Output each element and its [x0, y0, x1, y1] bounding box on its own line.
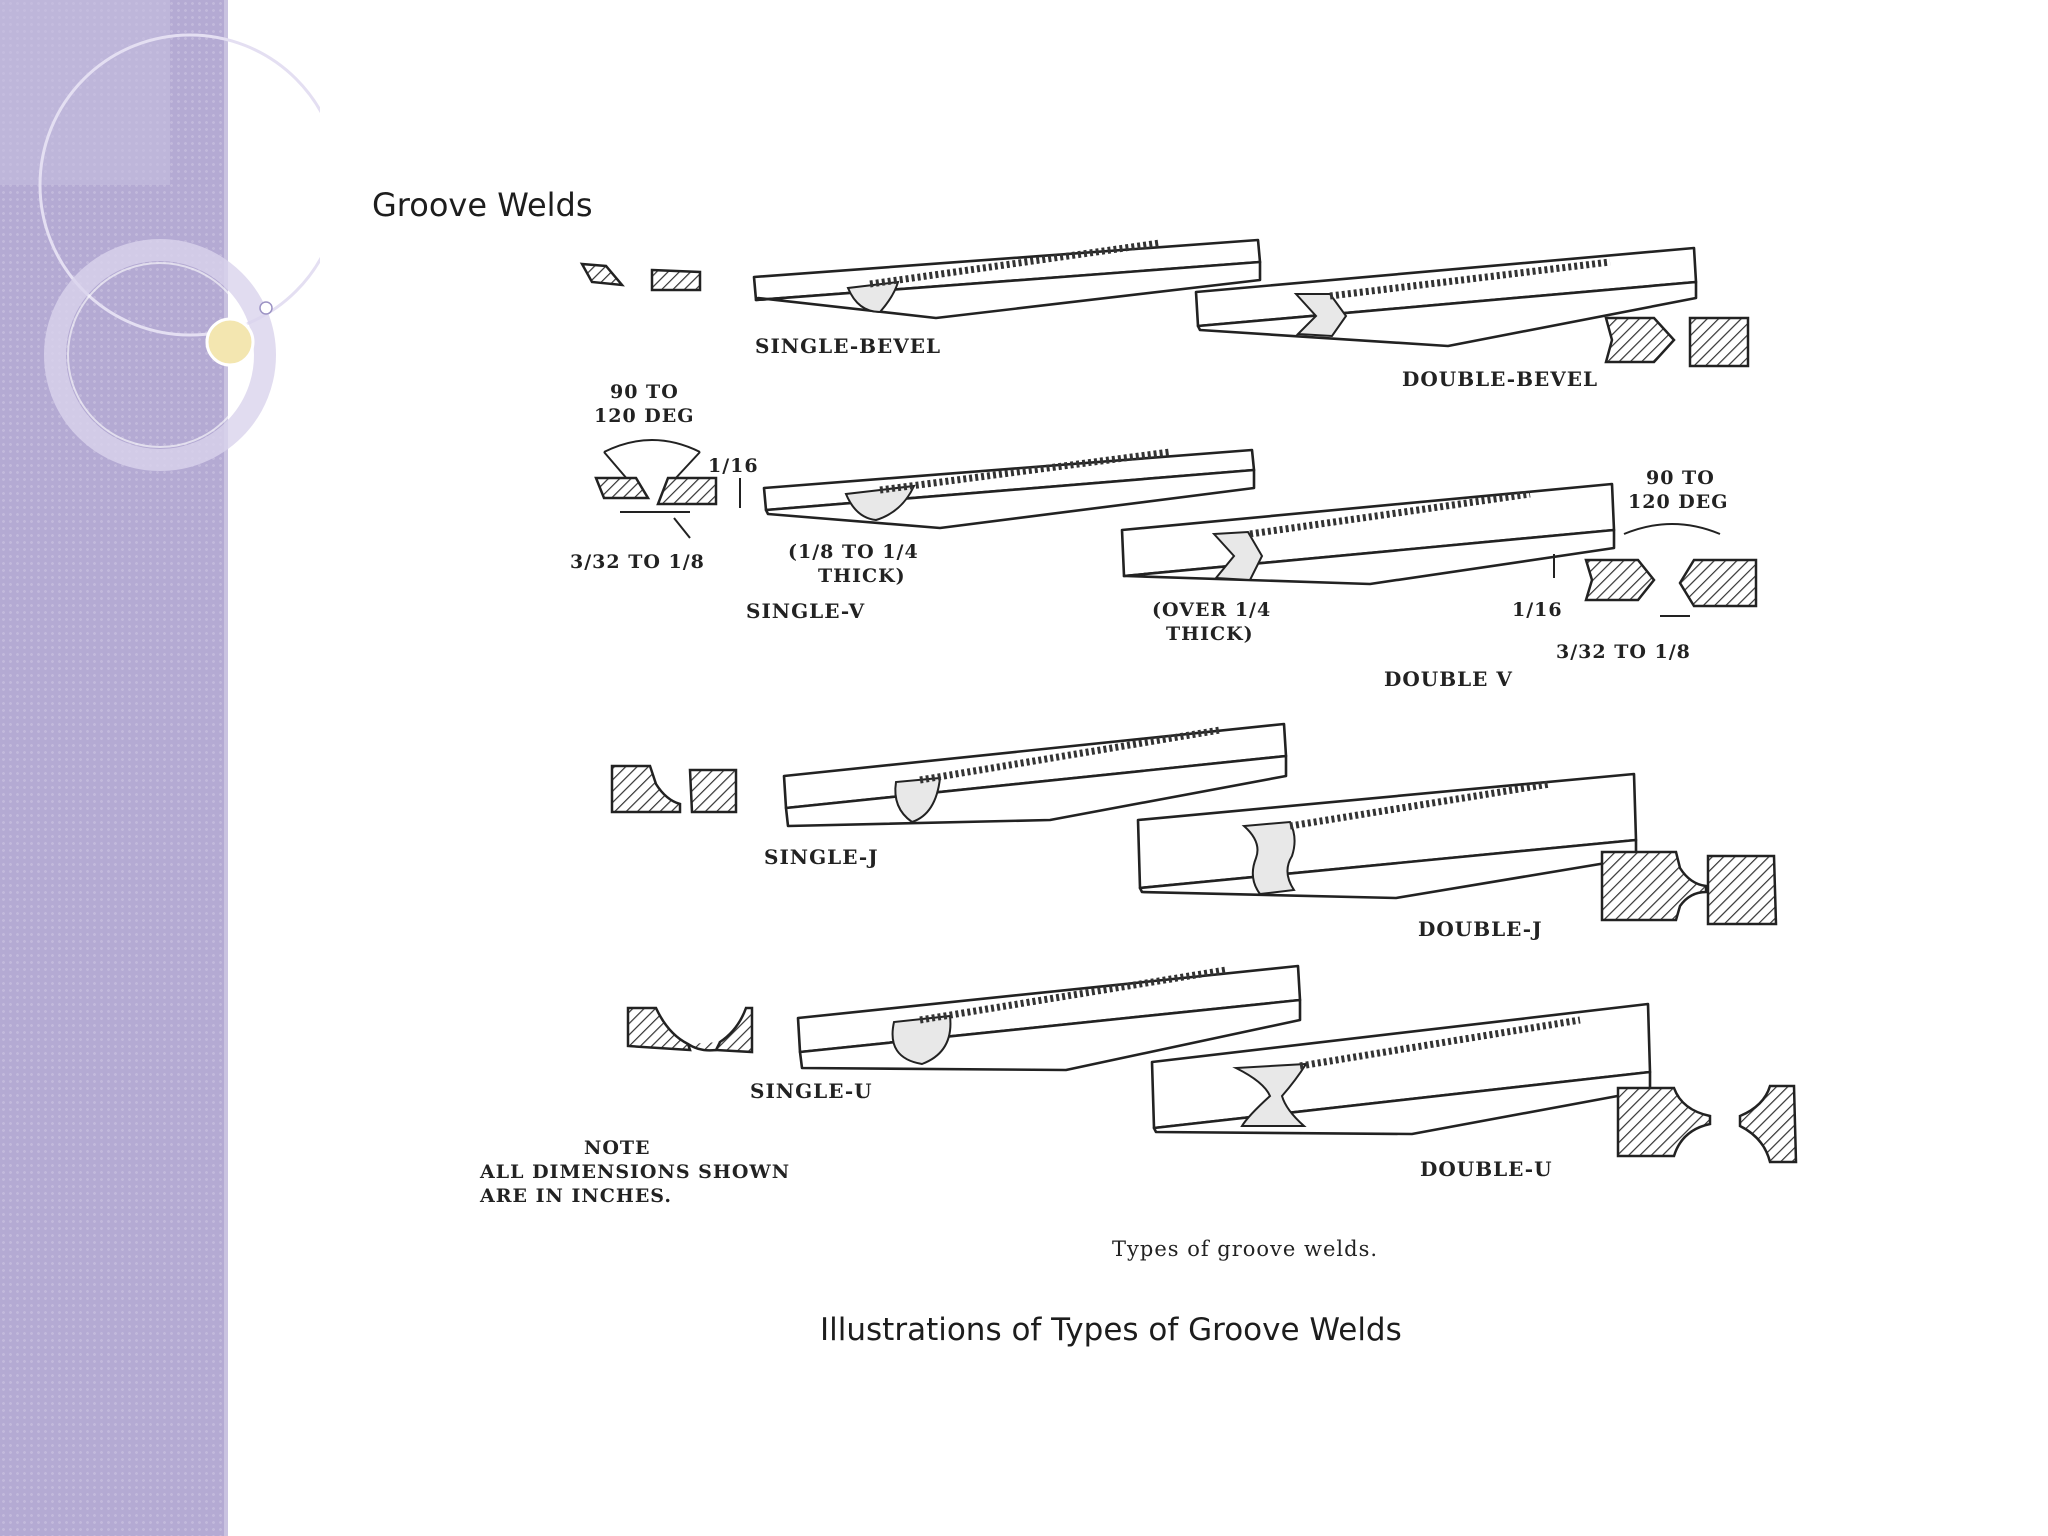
- sidebar-edge: [224, 0, 228, 1536]
- single-bevel-weld: [846, 280, 900, 314]
- angle-right-arc: [1623, 523, 1721, 535]
- single-u-root: [687, 1041, 722, 1052]
- single-j-bead: [919, 726, 1221, 784]
- double-v-bead: [1249, 490, 1531, 538]
- decorative-circles: [0, 0, 320, 471]
- note-line2: ARE IN INCHES.: [479, 1185, 672, 1207]
- gap-right-label: 3/32 TO 1/8: [1556, 641, 1691, 663]
- double-v-section-left: [1584, 558, 1656, 602]
- angle-left-line1: 90 TO: [610, 381, 679, 403]
- angle-left-leg1: [603, 451, 629, 481]
- double-v-thick-1: (OVER 1/4: [1152, 599, 1271, 621]
- double-j-section-right: [1706, 854, 1778, 926]
- double-u-section-left: [1616, 1086, 1712, 1158]
- gap-left-leader: [673, 517, 691, 539]
- single-bevel-label: SINGLE-BEVEL: [755, 334, 941, 358]
- single-j-label: SINGLE-J: [764, 845, 879, 869]
- root-face-right: 1/16: [1512, 599, 1563, 621]
- large-ring: [38, 33, 320, 337]
- double-v-weld: [1211, 530, 1264, 582]
- single-bevel-section-right: [650, 268, 702, 292]
- single-u-weld: [891, 1014, 952, 1066]
- double-u-group: DOUBLE-U: [1150, 1002, 1798, 1181]
- single-bevel-bead: [869, 239, 1161, 288]
- angle-left-leg2: [673, 451, 701, 481]
- single-v-label: SINGLE-V: [746, 599, 865, 623]
- double-u-bead: [1299, 1016, 1581, 1070]
- single-u-label: SINGLE-U: [750, 1079, 873, 1103]
- double-bevel-section-right: [1688, 316, 1750, 368]
- double-bevel-group: DOUBLE-BEVEL: [1194, 246, 1750, 391]
- single-u-section-left: [626, 1006, 692, 1052]
- root-face-left: 1/16: [708, 455, 759, 477]
- double-j-weld: [1241, 820, 1296, 896]
- double-bevel-bead: [1329, 258, 1611, 300]
- single-v-group: 90 TO 120 DEG 1/16 3/32 TO 1/8 (1/8 TO 1…: [570, 381, 1256, 623]
- double-j-bead: [1289, 780, 1551, 830]
- note-line1: ALL DIMENSIONS SHOWN: [479, 1161, 790, 1183]
- inner-ring: [67, 262, 253, 448]
- thick-ring: [44, 239, 276, 471]
- corner-panel: [0, 0, 170, 185]
- single-v-thick-1: (1/8 TO 1/4: [788, 541, 919, 563]
- double-u-weld: [1232, 1062, 1308, 1127]
- double-j-label: DOUBLE-J: [1418, 917, 1543, 941]
- figure-caption: Types of groove welds.: [1112, 1237, 1378, 1261]
- single-v-thick-2: THICK): [818, 565, 906, 587]
- slide-title: Groove Welds: [372, 186, 593, 224]
- angle-left-arc: [603, 439, 701, 453]
- small-dot: [259, 301, 273, 315]
- single-v-weld: [844, 484, 916, 522]
- gap-left-label: 3/32 TO 1/8: [570, 551, 705, 573]
- single-j-section-left: [610, 764, 682, 814]
- angle-right-line1: 90 TO: [1646, 467, 1715, 489]
- note-block: NOTE ALL DIMENSIONS SHOWN ARE IN INCHES.: [479, 1137, 790, 1207]
- single-j-weld: [894, 776, 942, 824]
- double-v-label: DOUBLE V: [1384, 667, 1513, 691]
- single-v-bead: [879, 448, 1171, 494]
- double-bevel-label: DOUBLE-BEVEL: [1402, 367, 1598, 391]
- double-u-label: DOUBLE-U: [1420, 1157, 1553, 1181]
- note-heading: NOTE: [584, 1137, 651, 1159]
- double-u-section-right: [1738, 1084, 1798, 1164]
- double-bevel-section-left: [1604, 316, 1676, 364]
- gold-dot: [205, 317, 255, 367]
- single-bevel-section-left: [579, 262, 625, 287]
- double-v-section-right: [1678, 558, 1758, 608]
- single-v-section-left: [594, 476, 651, 500]
- single-j-group: SINGLE-J: [610, 722, 1288, 869]
- double-j-section-left: [1600, 850, 1708, 922]
- single-bevel-group: SINGLE-BEVEL: [579, 238, 1262, 358]
- single-u-group: SINGLE-U: [626, 964, 1302, 1103]
- double-j-group: DOUBLE-J: [1136, 772, 1778, 941]
- single-u-bead: [919, 966, 1227, 1024]
- slide-caption: Illustrations of Types of Groove Welds: [820, 1312, 1402, 1348]
- angle-right-line2: 120 DEG: [1628, 491, 1728, 513]
- single-v-section-right: [656, 476, 718, 506]
- single-u-section-right: [714, 1006, 754, 1054]
- single-j-section-right: [688, 768, 738, 814]
- double-v-group: (OVER 1/4 THICK) 90 TO 120 DEG 1/16 3/32…: [1120, 467, 1758, 691]
- angle-left-line2: 120 DEG: [594, 405, 694, 427]
- double-v-thick-2: THICK): [1166, 623, 1254, 645]
